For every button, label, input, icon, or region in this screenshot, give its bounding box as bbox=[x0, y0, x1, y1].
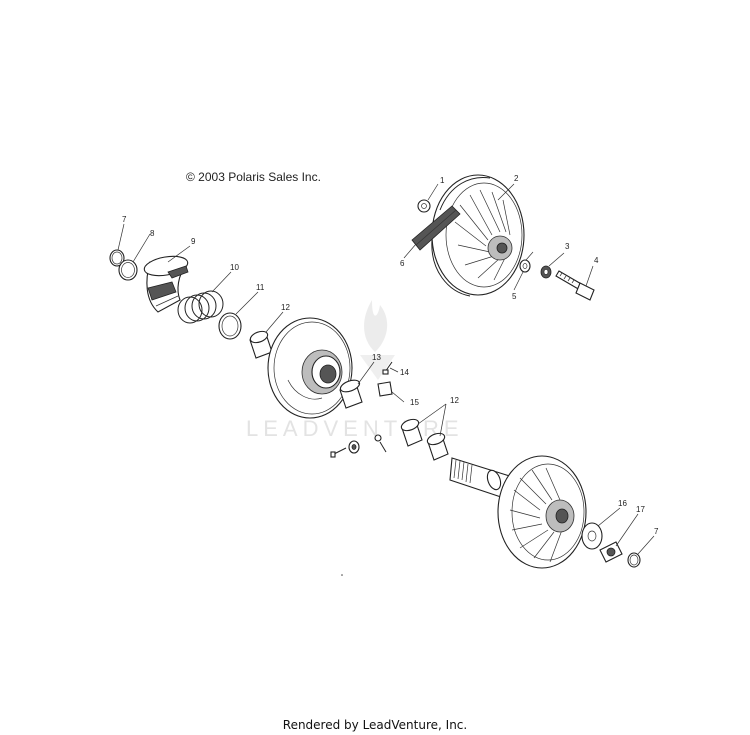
part-4-bolt bbox=[555, 270, 595, 301]
part-3-lockwasher bbox=[540, 265, 552, 279]
callout-10: 10 bbox=[230, 263, 239, 272]
callout-12-left: 12 bbox=[281, 303, 290, 312]
sheave-upper bbox=[431, 174, 525, 297]
part-14-screw bbox=[382, 361, 393, 375]
part-8-washer bbox=[118, 259, 138, 281]
part-5-washer bbox=[519, 259, 531, 273]
leader-lines bbox=[117, 183, 655, 555]
part-7-snap-ring-right bbox=[627, 552, 641, 568]
copyright-notice: © 2003 Polaris Sales Inc. bbox=[186, 170, 321, 184]
part-17-plate bbox=[599, 541, 623, 563]
callout-3: 3 bbox=[565, 242, 570, 251]
watermark-logo bbox=[360, 300, 395, 380]
callout-labels: 1 2 3 4 5 6 7 8 9 10 11 12 13 14 15 12 1… bbox=[122, 174, 659, 536]
moveable-sheave bbox=[267, 317, 353, 419]
part-6-slider bbox=[411, 205, 461, 251]
callout-5: 5 bbox=[512, 292, 517, 301]
part-9-cam bbox=[143, 255, 189, 313]
callout-4: 4 bbox=[594, 256, 599, 265]
part-1-washer bbox=[417, 199, 431, 213]
roller-hardware bbox=[330, 434, 387, 458]
callout-7-left: 7 bbox=[122, 215, 127, 224]
callout-17: 17 bbox=[636, 505, 645, 514]
callout-1: 1 bbox=[440, 176, 445, 185]
callout-6: 6 bbox=[400, 259, 405, 268]
part-12-bushing-left bbox=[249, 330, 273, 359]
callout-2: 2 bbox=[514, 174, 519, 183]
part-10-spring bbox=[177, 290, 224, 324]
part-15-roller bbox=[377, 381, 393, 397]
callout-11: 11 bbox=[256, 283, 265, 292]
callout-16: 16 bbox=[618, 499, 627, 508]
part-16-washer bbox=[581, 522, 603, 550]
callout-9: 9 bbox=[191, 237, 196, 246]
callout-8: 8 bbox=[150, 229, 155, 238]
part-12-bushings-right bbox=[400, 418, 449, 461]
callout-13: 13 bbox=[372, 353, 381, 362]
callout-14: 14 bbox=[400, 368, 409, 377]
callout-15: 15 bbox=[410, 398, 419, 407]
shaft bbox=[449, 457, 517, 501]
part-11-washer bbox=[218, 312, 242, 340]
callout-7-right: 7 bbox=[654, 527, 659, 536]
callout-12-right: 12 bbox=[450, 396, 459, 405]
fixed-sheave bbox=[497, 455, 587, 569]
part-7-snap-ring-left bbox=[109, 249, 125, 267]
footer-credit: Rendered by LeadVenture, Inc. bbox=[282, 718, 468, 732]
